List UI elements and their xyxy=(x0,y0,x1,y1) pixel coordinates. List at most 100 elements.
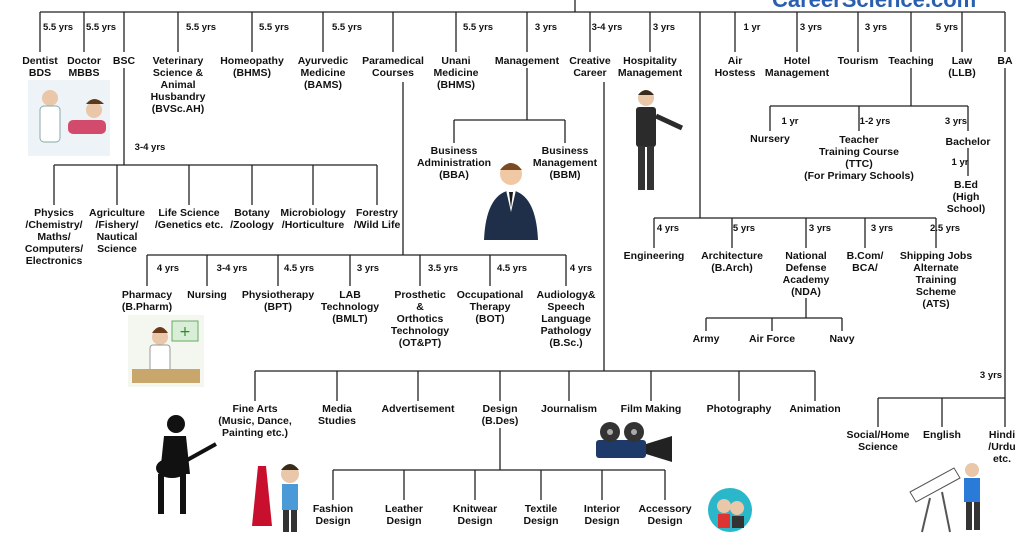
node-photography: Photography xyxy=(706,403,772,415)
duration-bcom: 3 yrs xyxy=(870,223,894,234)
svg-text:+: + xyxy=(179,324,191,340)
duration-pharmacy: 4 yrs xyxy=(156,263,180,274)
node-textile-design: Textile Design xyxy=(523,503,559,527)
node-law: Law (LLB) xyxy=(948,55,976,79)
node-social-science: Social/Home Science xyxy=(846,429,910,453)
node-fashion-design: Fashion Design xyxy=(312,503,354,527)
fashion-designer-illustration xyxy=(252,464,299,532)
node-occupational: Occupational Therapy (BOT) xyxy=(456,289,524,325)
duration-veterinary: 5.5 yrs xyxy=(185,22,217,33)
duration-doctor: 5.5 yrs xyxy=(85,22,117,33)
node-botany: Botany /Zoology xyxy=(230,207,274,231)
node-hindi: Hindi /Urdu etc. xyxy=(988,429,1016,465)
duration-lab: 3 yrs xyxy=(356,263,380,274)
node-leather-design: Leather Design xyxy=(385,503,423,527)
duration-hospitality: 3 yrs xyxy=(652,22,676,33)
designers-illustration xyxy=(708,488,752,532)
brand-watermark: CareerScience.com xyxy=(772,0,976,13)
duration-ayurvedic: 5.5 yrs xyxy=(331,22,363,33)
node-air-hostess: Air Hostess xyxy=(714,55,756,79)
duration-bed: 1 yr xyxy=(951,157,969,168)
node-bcom: B.Com/ BCA/ xyxy=(846,250,884,274)
artist-drawing-illustration xyxy=(909,463,980,533)
node-pharmacy: Pharmacy (B.Pharm) xyxy=(121,289,173,313)
node-unani: Unani Medicine (BHMS) xyxy=(433,55,479,91)
node-audiology: Audiology& Speech Language Pathology (B.… xyxy=(536,289,596,349)
node-bed: B.Ed (High School) xyxy=(946,179,986,215)
node-agriculture: Agriculture /Fishery/ Nautical Science xyxy=(88,207,146,255)
node-bba: Business Administration (BBA) xyxy=(416,145,492,181)
node-english: English xyxy=(923,429,961,441)
duration-dentist: 5.5 yrs xyxy=(42,22,74,33)
node-engineering: Engineering xyxy=(623,250,685,262)
duration-architecture: 5 yrs xyxy=(732,223,756,234)
node-nda: National Defense Academy (NDA) xyxy=(782,250,830,298)
duration-physiotherapy: 4.5 yrs xyxy=(283,263,315,274)
node-prosthetic: Prosthetic & Orthotics Technology (OT&PT… xyxy=(390,289,450,349)
duration-unani: 5.5 yrs xyxy=(462,22,494,33)
node-accessory-design: Accessory Design xyxy=(638,503,692,527)
node-dentist: Dentist BDS xyxy=(22,55,58,79)
node-ayurvedic: Ayurvedic Medicine (BAMS) xyxy=(297,55,349,91)
node-bbm: Business Management (BBM) xyxy=(532,145,598,181)
duration-occupational: 4.5 yrs xyxy=(496,263,528,274)
node-bachelor: Bachelor xyxy=(945,136,991,148)
node-forestry: Forestry /Wild Life xyxy=(353,207,401,231)
node-homeopathy: Homeopathy (BHMS) xyxy=(220,55,284,79)
node-advertisement: Advertisement xyxy=(381,403,455,415)
node-navy: Navy xyxy=(829,333,855,345)
node-microbiology: Microbiology /Horticulture xyxy=(280,207,346,231)
film-camera-illustration xyxy=(596,422,672,462)
duration-bsc: 3-4 yrs xyxy=(134,142,166,153)
node-architecture: Architecture (B.Arch) xyxy=(701,250,763,274)
node-physics: Physics /Chemistry/ Maths/ Computers/ El… xyxy=(24,207,84,267)
node-bsc: BSC xyxy=(112,55,136,67)
duration-shipping: 2.5 yrs xyxy=(929,223,961,234)
node-lab-technology: LAB Technology (BMLT) xyxy=(320,289,380,325)
node-doctor: Doctor MBBS xyxy=(67,55,101,79)
node-life-science: Life Science /Genetics etc. xyxy=(154,207,224,231)
node-interior-design: Interior Design xyxy=(583,503,621,527)
node-physiotherapy: Physiotherapy (BPT) xyxy=(241,289,315,313)
dentist-illustration xyxy=(28,80,110,156)
node-journalism: Journalism xyxy=(540,403,598,415)
node-ttc: Teacher Training Course (TTC) (For Prima… xyxy=(804,134,914,182)
node-air-force: Air Force xyxy=(748,333,796,345)
node-film-making: Film Making xyxy=(620,403,682,415)
duration-hotel: 3 yrs xyxy=(799,22,823,33)
node-design: Design (B.Des) xyxy=(481,403,519,427)
duration-air-hostess: 1 yr xyxy=(743,22,761,33)
node-shipping: Shipping Jobs Alternate Training Scheme … xyxy=(899,250,973,310)
duration-nda: 3 yrs xyxy=(808,223,832,234)
node-army: Army xyxy=(692,333,720,345)
node-media-studies: Media Studies xyxy=(318,403,356,427)
duration-engineering: 4 yrs xyxy=(656,223,680,234)
node-creative-career: Creative Career xyxy=(569,55,611,79)
duration-bachelor: 3 yrs xyxy=(944,116,968,127)
node-paramedical: Paramedical Courses xyxy=(362,55,424,79)
duration-law: 5 yrs xyxy=(935,22,959,33)
duration-ba: 3 yrs xyxy=(979,370,1003,381)
duration-audiology: 4 yrs xyxy=(569,263,593,274)
duration-ttc: 1-2 yrs xyxy=(859,116,891,127)
hospitality-person-illustration xyxy=(636,90,684,190)
guitarist-silhouette xyxy=(156,415,217,514)
duration-nursing: 3-4 yrs xyxy=(216,263,248,274)
duration-nursery: 1 yr xyxy=(781,116,799,127)
duration-tourism: 3 yrs xyxy=(864,22,888,33)
node-hotel-management: Hotel Management xyxy=(764,55,830,79)
node-veterinary: Veterinary Science & Animal Husbandry (B… xyxy=(150,55,206,115)
node-hospitality: Hospitality Management xyxy=(617,55,683,79)
duration-homeopathy: 5.5 yrs xyxy=(258,22,290,33)
node-knitwear-design: Knitwear Design xyxy=(452,503,498,527)
businessman-illustration xyxy=(484,163,538,240)
node-nursery: Nursery xyxy=(750,133,790,145)
duration-prosthetic: 3.5 yrs xyxy=(427,263,459,274)
duration-creative: 3-4 yrs xyxy=(591,22,623,33)
pharmacist-illustration: + xyxy=(128,315,204,387)
node-animation: Animation xyxy=(789,403,841,415)
node-teaching: Teaching xyxy=(888,55,934,67)
node-nursing: Nursing xyxy=(187,289,227,301)
node-tourism: Tourism xyxy=(837,55,879,67)
